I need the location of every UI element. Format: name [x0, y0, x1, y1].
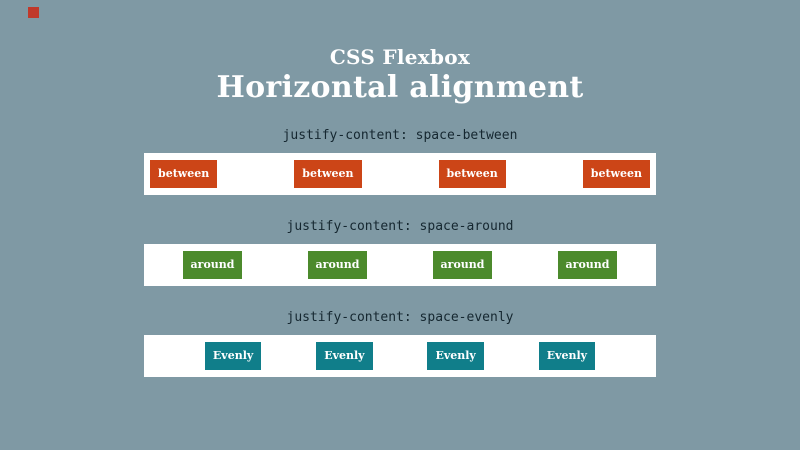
section-space-around: justify-content: space-around around aro…: [0, 219, 800, 286]
section-label-space-evenly: justify-content: space-evenly: [286, 310, 514, 325]
flex-container-space-evenly: Evenly Evenly Evenly Evenly: [144, 335, 656, 377]
flex-item: Evenly: [427, 342, 484, 370]
section-space-evenly: justify-content: space-evenly Evenly Eve…: [0, 310, 800, 377]
flex-item: around: [557, 251, 618, 279]
flex-item: Evenly: [204, 342, 262, 370]
flex-item: between: [294, 160, 362, 188]
flex-item: between: [582, 160, 650, 188]
flex-item: Evenly: [316, 342, 373, 370]
red-square-decoration: [28, 7, 39, 18]
section-label-space-around: justify-content: space-around: [286, 219, 514, 234]
flex-item: around: [182, 251, 243, 279]
flex-container-space-between: between between between between: [144, 153, 656, 195]
slide-subtitle: CSS Flexbox: [329, 45, 471, 69]
flex-item: between: [438, 160, 506, 188]
flex-item: around: [432, 251, 493, 279]
section-space-between: justify-content: space-between between b…: [0, 128, 800, 195]
flex-item: Evenly: [538, 342, 596, 370]
slide-title: Horizontal alignment: [216, 70, 584, 105]
section-label-space-between: justify-content: space-between: [282, 128, 518, 143]
flex-item: between: [150, 160, 218, 188]
flex-item: around: [307, 251, 368, 279]
flex-container-space-around: around around around around: [144, 244, 656, 286]
header: CSS Flexbox Horizontal alignment: [0, 0, 800, 105]
